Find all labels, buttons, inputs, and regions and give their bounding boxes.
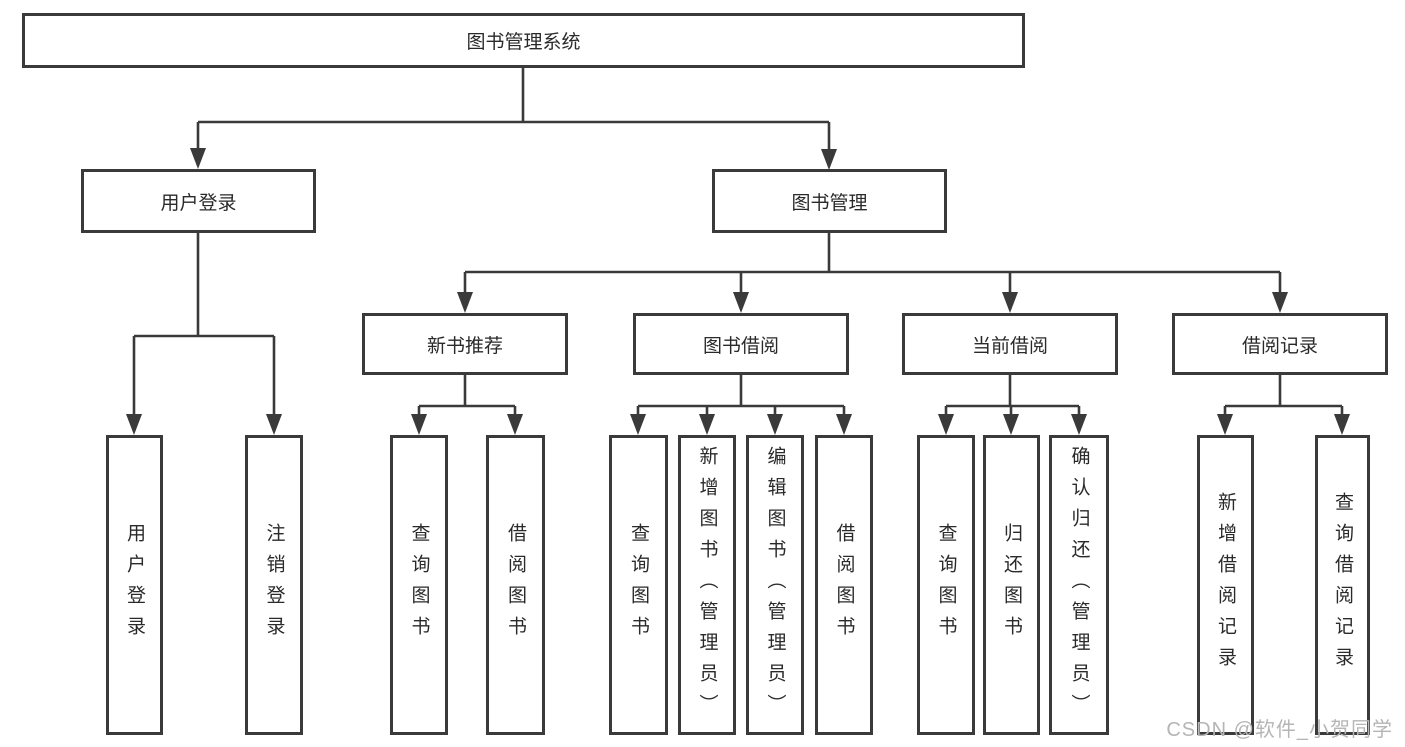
- csdn-watermark: CSDN @软件_小贺同学: [1166, 719, 1393, 741]
- node-user-login: 用户登录: [81, 169, 316, 233]
- leaf-bb-add-book-admin: 新增图书（管理员）: [678, 435, 736, 735]
- leaf-bb-edit-book-admin: 编辑图书（管理员）: [746, 435, 804, 735]
- leaf-cb-return-book: 归还图书: [983, 435, 1040, 735]
- leaf-nbr-query-book: 查询图书: [390, 435, 448, 735]
- leaf-nbr-borrow-book: 借阅图书: [486, 435, 545, 735]
- leaf-bb-query-book: 查询图书: [609, 435, 668, 735]
- leaf-cb-confirm-return-admin: 确认归还（管理员）: [1049, 435, 1109, 735]
- node-book-management-system: 图书管理系统: [22, 13, 1025, 68]
- leaf-br-add-record: 新增借阅记录: [1197, 435, 1254, 735]
- node-current-borrowing: 当前借阅: [902, 313, 1118, 375]
- node-new-book-recommend: 新书推荐: [362, 313, 568, 375]
- node-book-borrowing: 图书借阅: [633, 313, 849, 375]
- node-book-management: 图书管理: [712, 169, 947, 233]
- leaf-user-login: 用户登录: [106, 435, 163, 735]
- arrowheads: [126, 148, 1350, 435]
- leaf-logout: 注销登录: [245, 435, 303, 735]
- leaf-br-query-record: 查询借阅记录: [1315, 435, 1370, 735]
- node-borrowing-records: 借阅记录: [1172, 313, 1388, 375]
- leaf-bb-borrow-book: 借阅图书: [815, 435, 873, 735]
- leaf-cb-query-book: 查询图书: [917, 435, 975, 735]
